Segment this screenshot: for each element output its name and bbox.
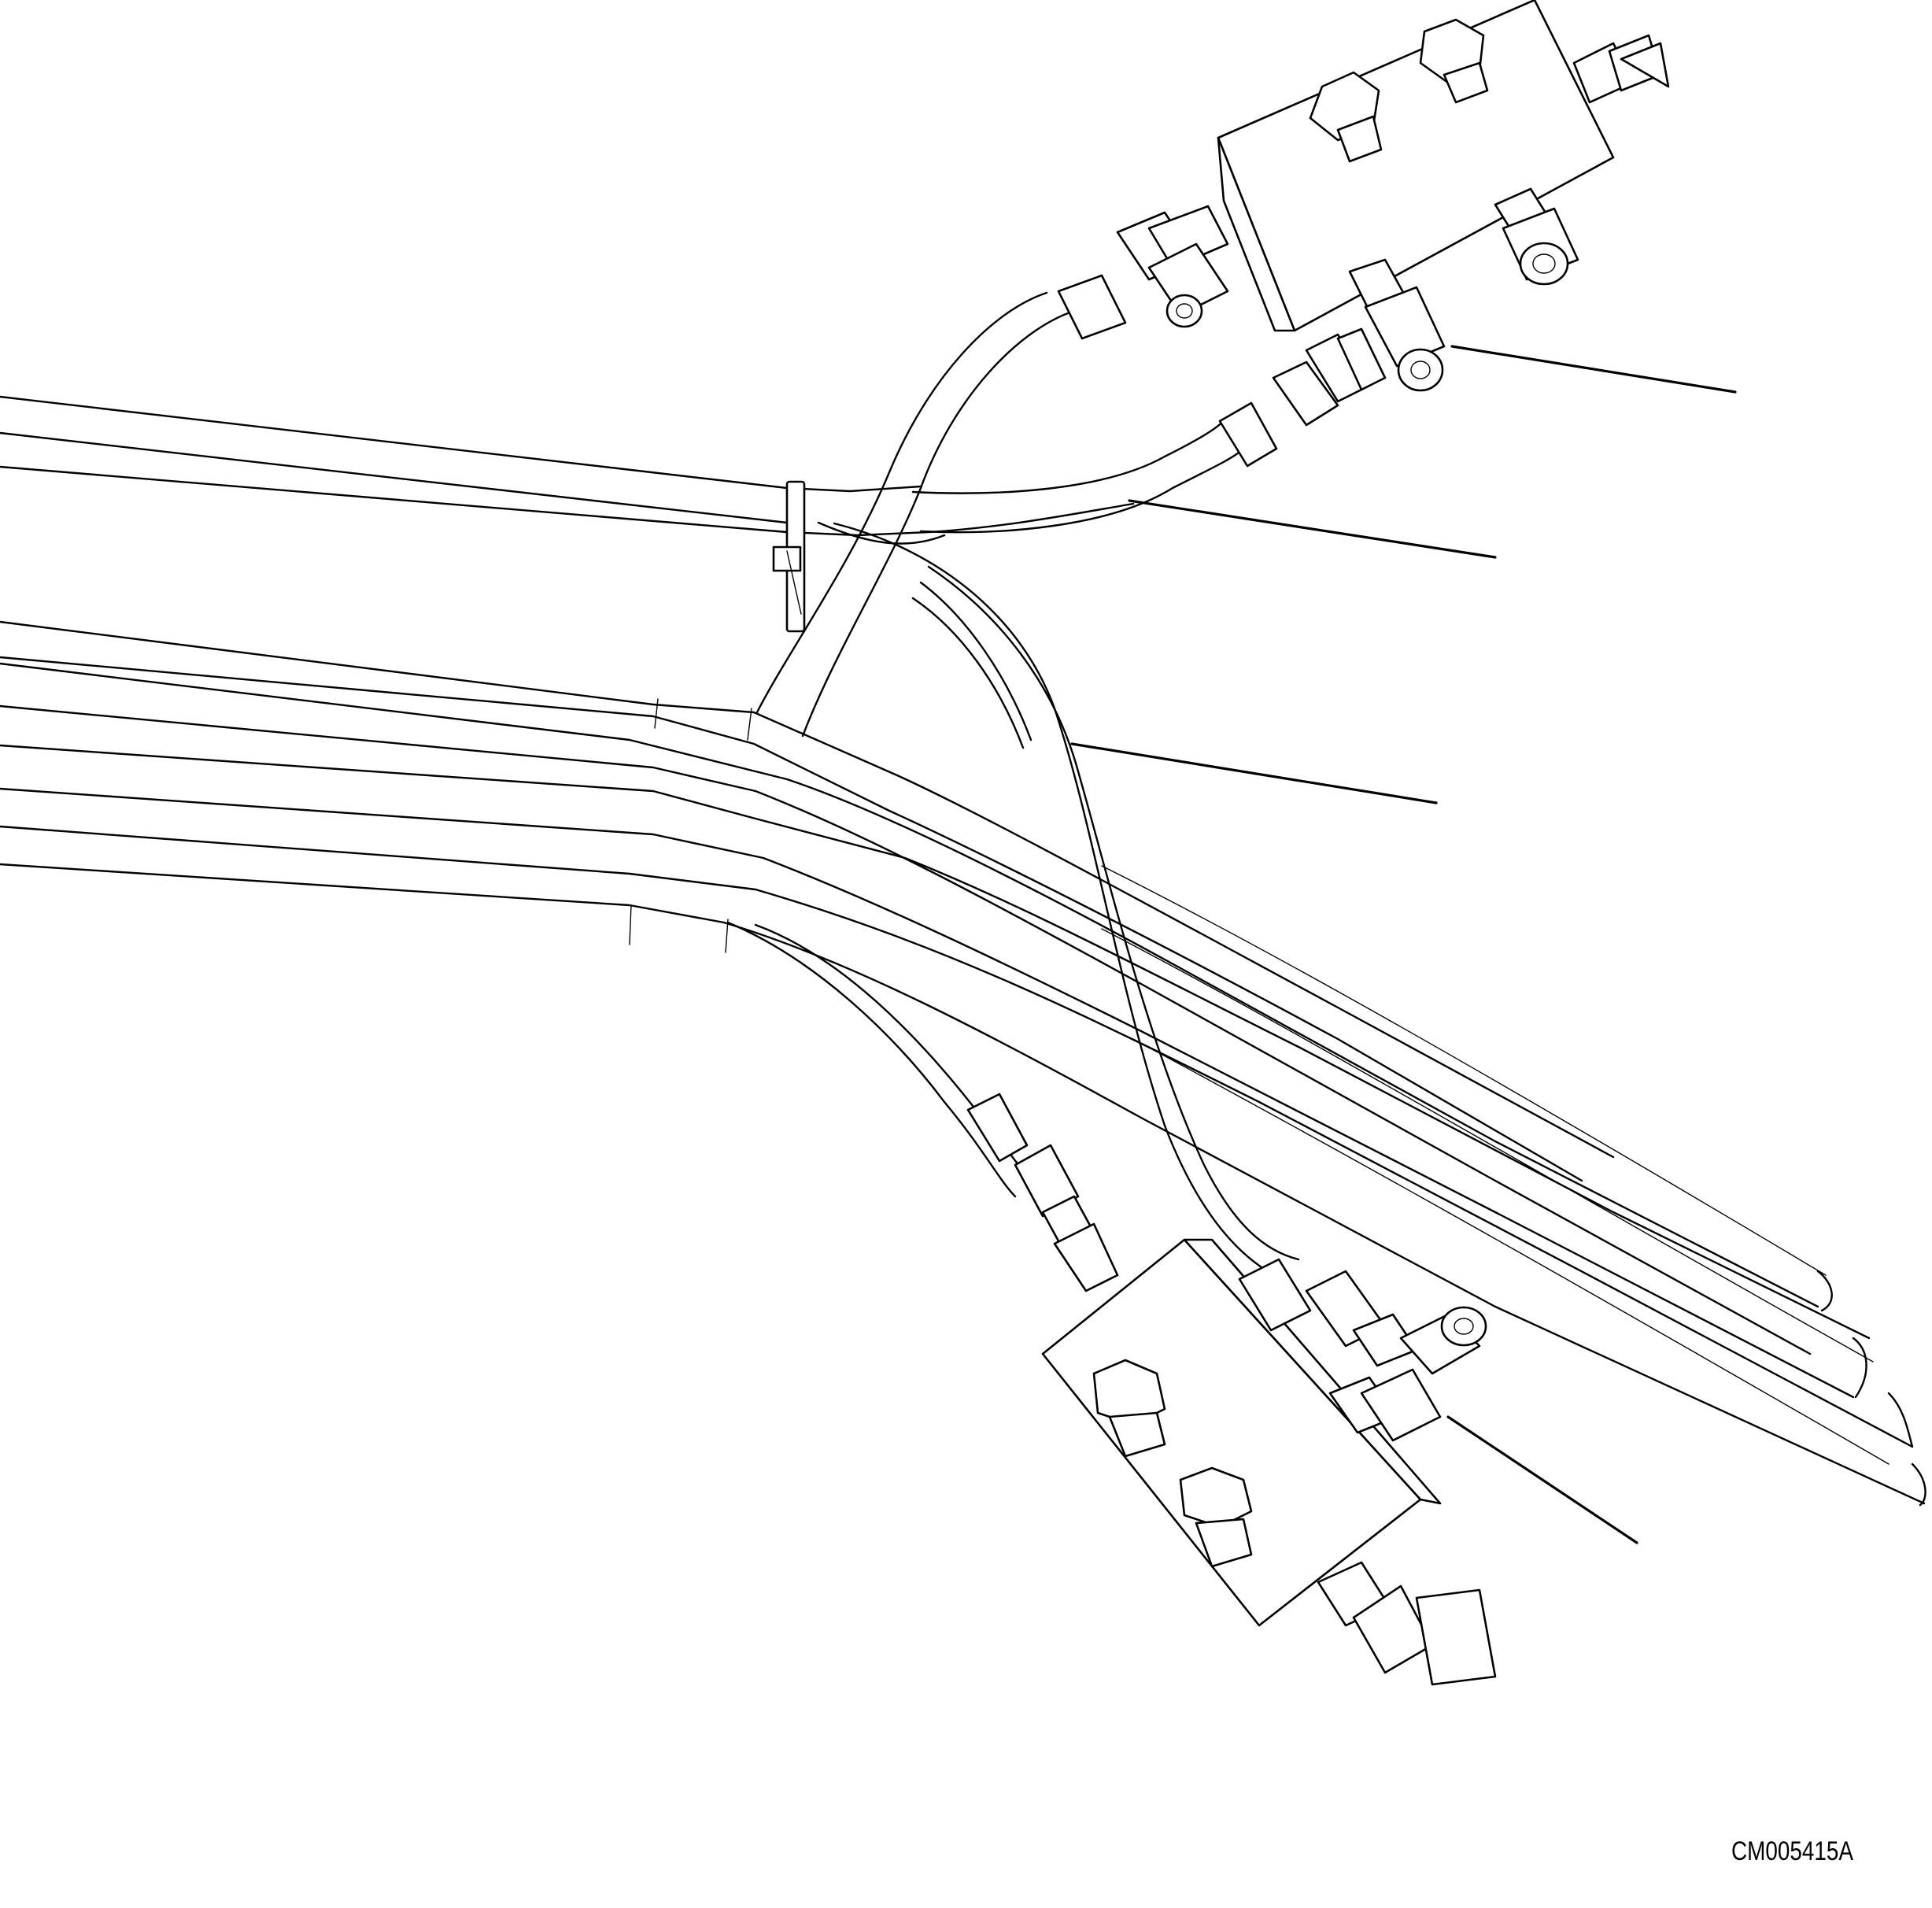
- figure-reference-code: CM005415A: [1731, 1836, 1853, 1866]
- lower-tube-bundle: [0, 622, 1926, 1505]
- lower-left-hose: [728, 923, 1117, 1291]
- callout-leaders: [1072, 346, 1735, 1543]
- leader-line-4: [1448, 1417, 1637, 1543]
- cable-tie: [774, 482, 804, 631]
- leader-line-3: [1072, 744, 1436, 803]
- upper-right-hose: [913, 329, 1385, 532]
- upper-tube-group: [0, 397, 1133, 544]
- leader-line-2: [1129, 501, 1495, 557]
- s-curve-hose: [757, 293, 1298, 1283]
- lower-valve-block: [1043, 1240, 1495, 1684]
- leader-line-1: [1452, 346, 1735, 392]
- upper-valve-block: [1058, 0, 1668, 390]
